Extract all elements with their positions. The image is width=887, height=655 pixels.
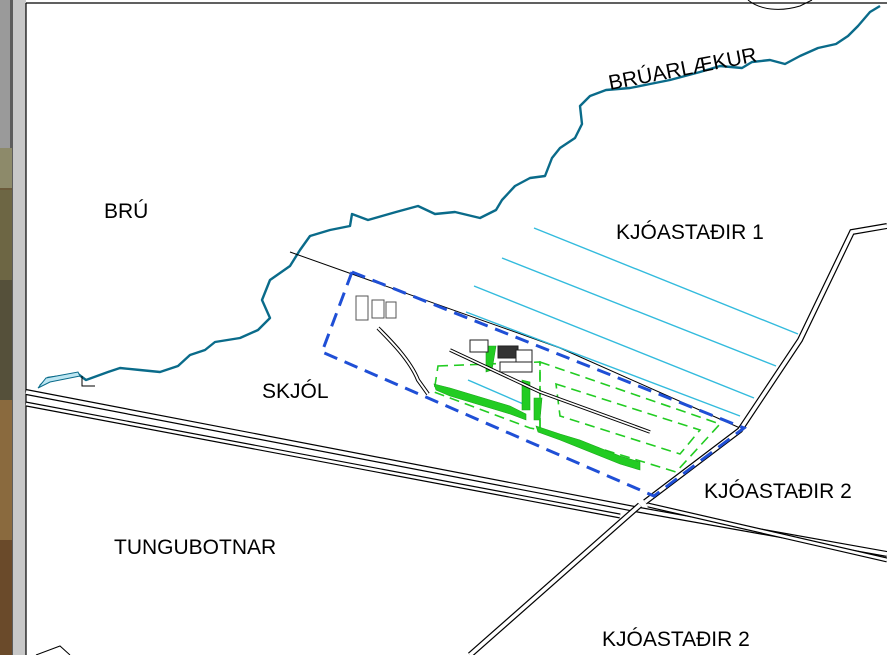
property-boundary-north	[289, 251, 741, 429]
road-south-inner	[25, 402, 621, 518]
drainage-ditches	[465, 227, 799, 417]
road-southwest-inner	[468, 503, 642, 655]
property-boundary-west	[81, 376, 95, 387]
planning-area-boundary	[320, 270, 748, 498]
label-tungubotnar: TUNGUBOTNAR	[114, 536, 277, 559]
vegetation-belts	[433, 360, 722, 473]
road-northeast-inner	[643, 224, 887, 504]
label-kjoastadir-1: KJÓASTAÐIR 1	[616, 221, 764, 244]
tree-planting	[433, 345, 641, 471]
top-edge-feature	[747, 0, 813, 10]
existing-buildings	[355, 295, 397, 321]
label-skjol: SKJÓL	[262, 380, 329, 403]
left-panel-edge	[0, 0, 26, 655]
stream-bruarlaekur	[39, 4, 881, 387]
photo-thumbnail	[0, 148, 12, 655]
label-bru: BRÚ	[104, 200, 149, 223]
label-kjoastadir-2-south: KJÓASTAÐIR 2	[602, 628, 750, 651]
internal-road-inner	[449, 349, 651, 433]
driveway-inner	[377, 327, 429, 395]
stream-mouth	[37, 371, 81, 389]
road-northeast	[643, 223, 887, 505]
label-bruarlaekur: BRÚARLÆKUR	[607, 44, 759, 95]
planned-buildings	[469, 339, 533, 373]
bottom-left-feature	[35, 645, 71, 655]
label-kjoastadir-2-east: KJÓASTAÐIR 2	[704, 480, 852, 503]
internal-road	[449, 348, 651, 434]
road-east-branch-inner	[647, 503, 887, 562]
